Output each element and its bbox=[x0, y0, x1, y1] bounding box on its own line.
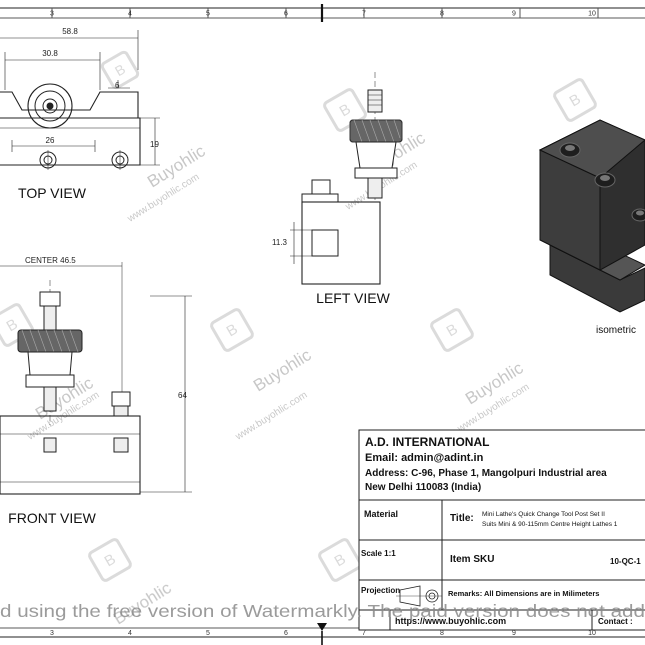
item-sku-label: Item SKU bbox=[450, 554, 494, 565]
sheet-frame bbox=[0, 4, 645, 645]
ruler-top-num: 8 bbox=[440, 11, 444, 18]
contact-label: Contact : bbox=[598, 617, 633, 626]
svg-text:B: B bbox=[444, 321, 461, 341]
front-view-label: FRONT VIEW bbox=[8, 510, 96, 526]
top-dim-inner: 30.8 bbox=[42, 49, 58, 58]
watermark-logo: B bbox=[210, 308, 254, 352]
company-address-1: Address: C-96, Phase 1, Mangolpuri Indus… bbox=[365, 468, 607, 479]
svg-text:B: B bbox=[224, 321, 241, 341]
left-view bbox=[290, 72, 403, 285]
ruler-top-num: 10 bbox=[588, 11, 596, 18]
top-view bbox=[0, 30, 160, 170]
top-dim-height: 19 bbox=[150, 140, 159, 149]
top-dim-small: 26 bbox=[46, 136, 55, 145]
top-dim-slot: 6 bbox=[115, 81, 120, 90]
svg-text:B: B bbox=[567, 91, 584, 111]
material-label: Material bbox=[364, 509, 398, 519]
watermark-logo: B bbox=[88, 538, 132, 582]
isometric-view bbox=[538, 119, 645, 313]
scale-label: Scale 1:1 bbox=[361, 549, 396, 558]
company-email: Email: admin@adint.in bbox=[365, 452, 484, 464]
isometric-label: isometric bbox=[596, 325, 636, 336]
watermark-logo: B bbox=[100, 50, 140, 90]
svg-text:B: B bbox=[102, 551, 119, 571]
ruler-bottom-num: 6 bbox=[284, 630, 288, 637]
projection-label: Projection bbox=[361, 586, 400, 595]
ruler-bottom: 3 4 5 6 7 8 9 10 bbox=[50, 630, 596, 637]
title-line-1: Mini Lathe's Quick Change Tool Post Set … bbox=[482, 511, 605, 518]
front-dim-height: 64 bbox=[178, 391, 187, 400]
top-view-label: TOP VIEW bbox=[18, 185, 87, 201]
title-line-2: Suits Mini & 90-115mm Centre Height Lath… bbox=[482, 521, 618, 528]
svg-text:B: B bbox=[112, 61, 128, 80]
ruler-bottom-num: 8 bbox=[440, 630, 444, 637]
watermark-site: www.buyohlic.com bbox=[233, 390, 309, 443]
ruler-bottom-num: 9 bbox=[512, 630, 516, 637]
ruler-top-num: 9 bbox=[512, 11, 516, 18]
watermark-banner: d using the free version of Watermarkly.… bbox=[0, 601, 645, 621]
ruler-top-num: 3 bbox=[50, 11, 54, 18]
ruler-bottom-num: 3 bbox=[50, 630, 54, 637]
watermark-logo: B bbox=[318, 538, 362, 582]
ruler-top-num: 6 bbox=[284, 11, 288, 18]
ruler-top-num: 4 bbox=[128, 11, 132, 18]
company-name: A.D. INTERNATIONAL bbox=[365, 435, 489, 449]
watermark-logo: B bbox=[430, 308, 474, 352]
svg-text:B: B bbox=[332, 551, 349, 571]
ruler-bottom-num: 7 bbox=[362, 630, 366, 637]
ruler-top-num: 5 bbox=[206, 11, 210, 18]
top-dim-overall: 58.8 bbox=[62, 27, 78, 36]
ruler-bottom-num: 4 bbox=[128, 630, 132, 637]
title-label: Title: bbox=[450, 513, 474, 524]
left-view-label: LEFT VIEW bbox=[316, 290, 390, 306]
item-sku-value: 10-QC-1 bbox=[610, 557, 641, 566]
website-link[interactable]: https://www.buyohlic.com bbox=[395, 616, 506, 626]
watermark-brand: Buyohlic bbox=[250, 345, 315, 395]
company-address-2: New Delhi 110083 (India) bbox=[365, 482, 481, 493]
front-view bbox=[0, 262, 192, 495]
ruler-bottom-num: 5 bbox=[206, 630, 210, 637]
title-block bbox=[358, 429, 645, 631]
ruler-top-num: 7 bbox=[362, 11, 366, 18]
projection-symbol-icon bbox=[399, 585, 421, 607]
left-dim-height: 11.3 bbox=[272, 238, 288, 247]
ruler-bottom-num: 10 bbox=[588, 630, 596, 637]
watermark-logo: B bbox=[553, 78, 597, 122]
ruler-top: 3 4 5 6 7 8 9 10 bbox=[50, 8, 599, 18]
front-dim-center: CENTER 46.5 bbox=[25, 256, 76, 265]
svg-text:B: B bbox=[337, 101, 354, 121]
remarks: Remarks: All Dimensions are in Milimeter… bbox=[448, 589, 599, 598]
